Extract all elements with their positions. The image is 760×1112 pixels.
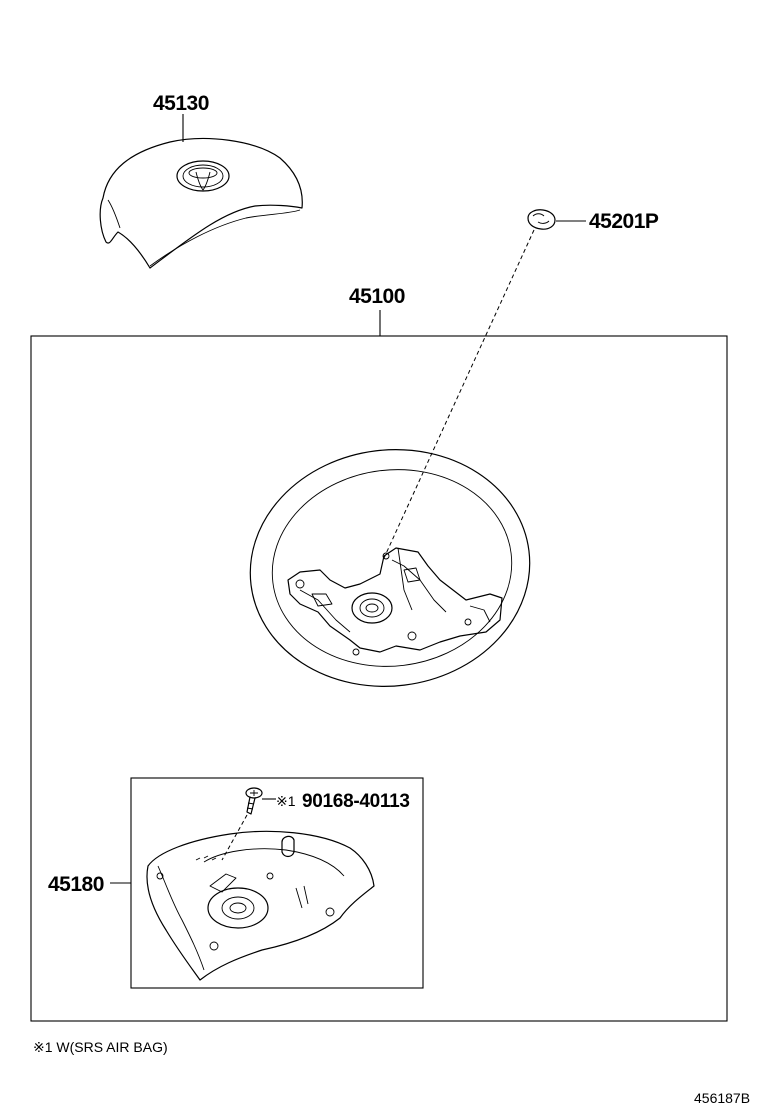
- screw-marker: ※1: [276, 793, 296, 809]
- steering-pad-drawing: [146, 830, 375, 981]
- screw-drawing: [245, 787, 263, 815]
- part-number-45130: 45130: [153, 92, 209, 115]
- install-line-screw: [221, 814, 248, 861]
- assembly-frame-45100: [30, 335, 728, 1022]
- steering-wheel-drawing: [249, 449, 531, 687]
- horn-pad-drawing: [99, 137, 303, 269]
- install-line-45201P: [383, 229, 535, 559]
- hub-plug-drawing: [527, 209, 556, 230]
- footnote: ※1 W(SRS AIR BAG): [33, 1039, 168, 1055]
- part-number-45201P: 45201P: [589, 210, 659, 233]
- part-number-45180: 45180: [48, 873, 104, 896]
- part-number-45100: 45100: [349, 285, 405, 308]
- illustration-id: 456187B: [694, 1090, 750, 1106]
- screw-part-number: 90168-40113: [302, 791, 410, 812]
